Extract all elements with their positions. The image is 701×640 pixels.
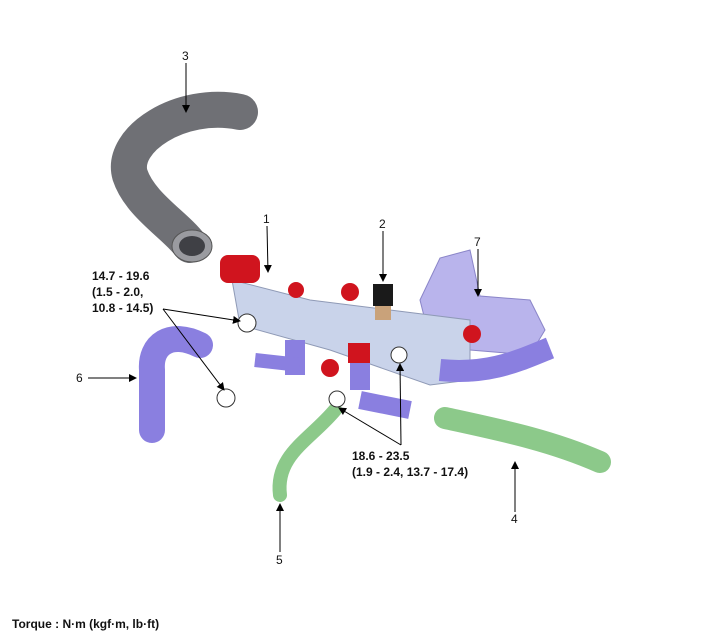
callout-3: 3 bbox=[182, 49, 189, 63]
hose-3 bbox=[111, 91, 258, 263]
manifold-body bbox=[231, 279, 471, 386]
torque-kgfm-lbft: (1.9 - 2.4, 13.7 - 17.4) bbox=[352, 465, 469, 479]
torque-lbft: 10.8 - 14.5) bbox=[92, 301, 154, 315]
hose-5 bbox=[272, 403, 342, 502]
red-seal bbox=[220, 255, 260, 283]
hose-4 bbox=[434, 407, 611, 473]
callout-7: 7 bbox=[474, 235, 481, 249]
torque-value: 14.7 - 19.6 bbox=[92, 269, 150, 283]
sensor-2 bbox=[373, 284, 393, 306]
torque-spec-upper: 14.7 - 19.6 (1.5 - 2.0, 10.8 - 14.5) bbox=[92, 268, 153, 316]
hose-6 bbox=[138, 326, 213, 443]
torque-kgfm: (1.5 - 2.0, bbox=[92, 285, 144, 299]
torque-units-footer: Torque : N·m (kgf·m, lb·ft) bbox=[12, 617, 160, 631]
torque-value: 18.6 - 23.5 bbox=[352, 449, 410, 463]
torque-spec-lower: 18.6 - 23.5 (1.9 - 2.4, 13.7 - 17.4) bbox=[352, 448, 468, 480]
callout-5: 5 bbox=[276, 553, 283, 567]
callout-6: 6 bbox=[76, 371, 83, 385]
callout-2: 2 bbox=[379, 217, 386, 231]
callout-4: 4 bbox=[511, 512, 518, 526]
callout-1: 1 bbox=[263, 212, 270, 226]
